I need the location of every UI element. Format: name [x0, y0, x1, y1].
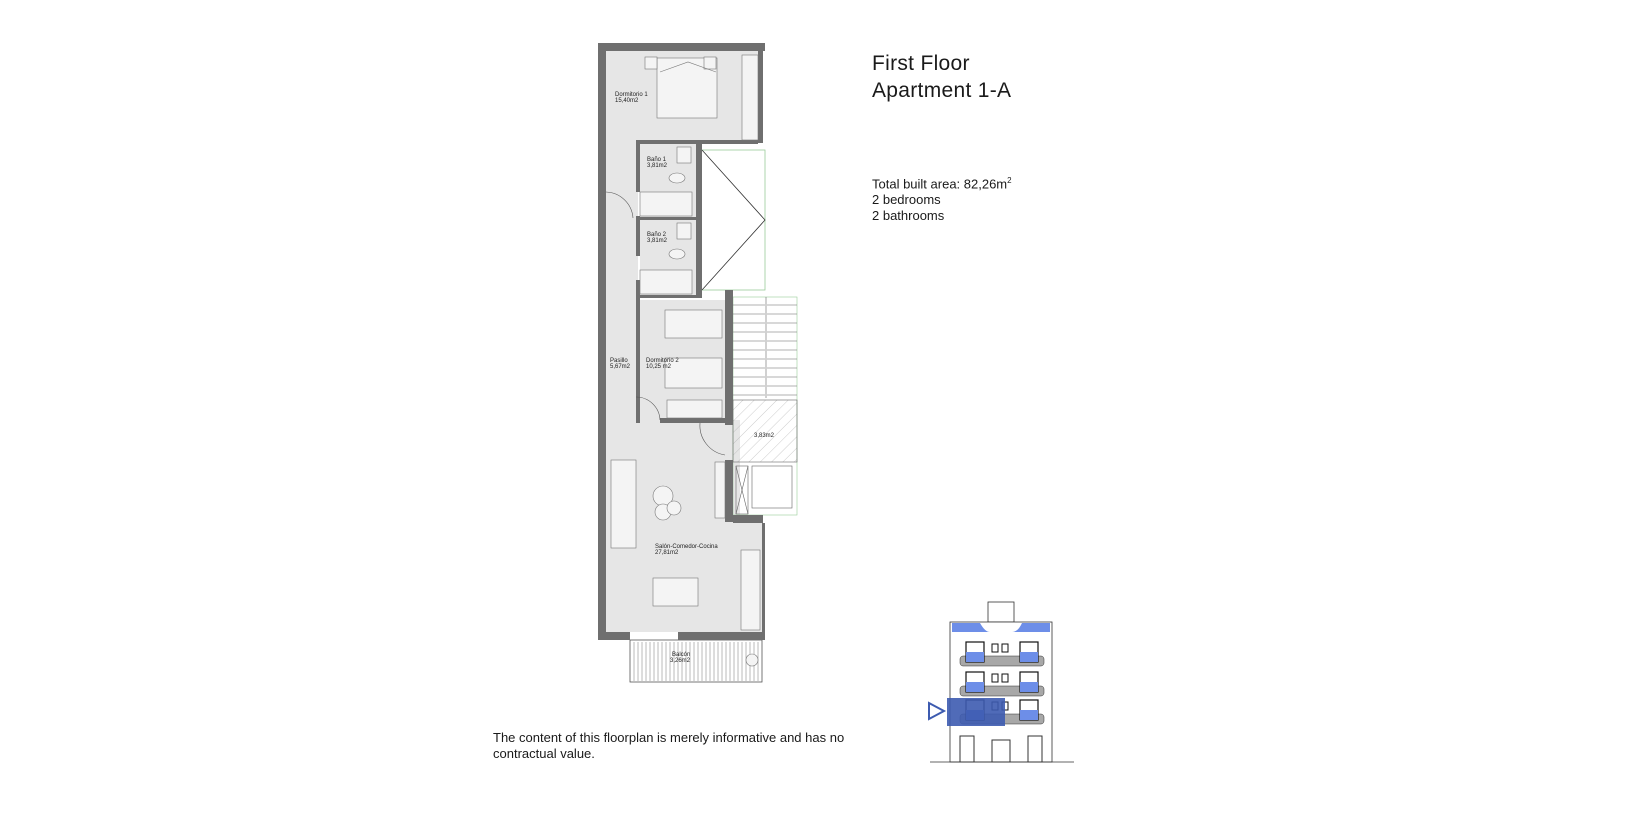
bedrooms-count: 2 bedrooms [872, 192, 941, 208]
small-window [991, 643, 999, 653]
total-area-text: Total built area: 82,26m [872, 176, 1008, 192]
room-balcon-name: Balcón [672, 652, 690, 658]
balcony [629, 639, 763, 683]
room-pasillo-area: 5,67m2 [610, 364, 631, 370]
building-elevation [928, 601, 1074, 763]
bathrooms-count: 2 bathrooms [872, 208, 945, 224]
disclaimer: The content of this floorplan is merely … [493, 730, 845, 761]
room-balcon-area: 3,26m2 [670, 658, 691, 664]
room-salon-name: Salón-Comedor-Cocina [655, 544, 718, 550]
window-glass [1020, 652, 1038, 662]
room-dormitorio2-name: Dormitorio 2 [646, 358, 679, 364]
room-labels: Dormitorio 1 15,40m2 Baño 1 3,81m2 Baño … [610, 92, 775, 664]
elevation-floor [959, 671, 1045, 697]
room-bano1-area: 3,81m2 [647, 163, 668, 169]
room-bano2-area: 3,81m2 [647, 238, 668, 244]
highlighted-floor [947, 698, 1005, 726]
walls [598, 43, 765, 640]
apartment-title: Apartment 1-A [872, 79, 1012, 102]
small-window [1001, 643, 1009, 653]
total-area: Total built area: 82,26m2 [872, 173, 1012, 192]
page-title: First Floor Apartment 1-A [872, 50, 1011, 104]
room-bano1-name: Baño 1 [647, 157, 667, 163]
apartment-summary: Total built area: 82,26m2 2 bedrooms 2 b… [872, 173, 1012, 224]
area-unit-sup: 2 [1007, 176, 1012, 185]
window-glass [1020, 682, 1038, 692]
window-glass [966, 682, 984, 692]
doors [605, 191, 726, 456]
elevation-floor [959, 641, 1045, 667]
window-glass [1020, 710, 1038, 720]
room-dormitorio1-area: 15,40m2 [615, 98, 639, 104]
room-bano2-name: Baño 2 [647, 232, 667, 238]
stair-core [732, 296, 798, 516]
window-glass [966, 652, 984, 662]
small-window [1001, 673, 1009, 683]
small-window [991, 673, 999, 683]
room-dormitorio2-area: 10,25 m2 [646, 364, 672, 370]
room-salon-area: 27,81m2 [655, 550, 679, 556]
floor-title: First Floor [872, 52, 970, 75]
furniture [610, 54, 761, 667]
room-pasillo-name: Pasillo [610, 358, 628, 364]
triangle-right-icon [928, 701, 947, 721]
room-dormitorio1-name: Dormitorio 1 [615, 92, 648, 98]
room-common-area: 3,83m2 [754, 433, 775, 439]
light-shaft [699, 149, 766, 291]
